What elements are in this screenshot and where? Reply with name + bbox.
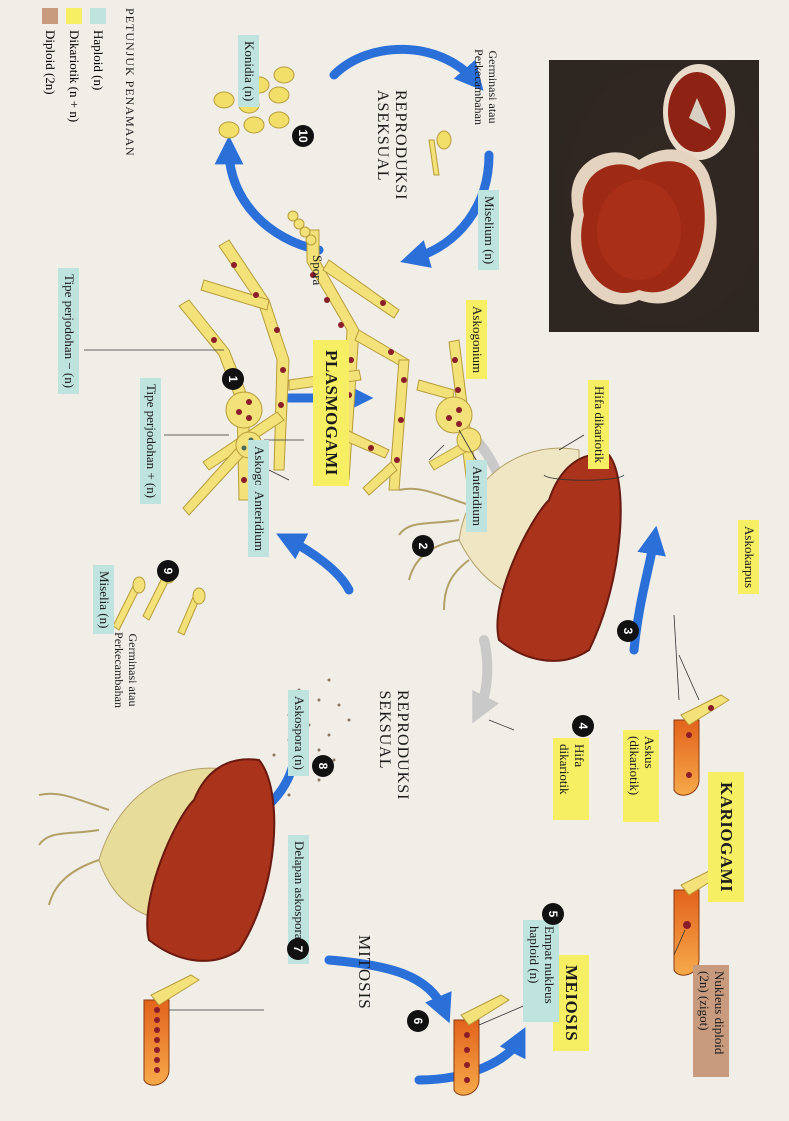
label-nukleus-diploid: Nukleus diploid (2n) (zigot) <box>693 965 729 1077</box>
label-askogonium-top: Askogonium <box>466 300 487 380</box>
step-1: 1 <box>222 368 244 390</box>
step-5: 5 <box>542 903 564 925</box>
step-3: 3 <box>617 620 639 642</box>
germinating-spore <box>428 130 452 176</box>
legend-swatch-haploid <box>90 8 106 24</box>
label-tipe-minus: Tipe perjodohan − (n) <box>58 268 79 395</box>
cup-fungus-photo <box>549 60 759 332</box>
legend-dikariotik: Dikariotik (n + n) <box>66 8 82 122</box>
stage-plasmogami: PLASMOGAMI <box>313 340 349 486</box>
label-germinasi-aseksual: Germinasi atau Perkecambahan <box>472 49 500 125</box>
label-empat-nukleus: Empat nukleus haploid (n) <box>523 920 559 1022</box>
step-10: 10 <box>292 125 314 147</box>
label-askus-dikariotik: Askus (dikariotik) <box>623 730 659 822</box>
label-hifa-dikariotik-top: Hifa dikariotik <box>588 380 609 469</box>
label-tipe-plus: Tipe perjodohan + (n) <box>140 378 161 505</box>
step-9: 9 <box>157 560 179 582</box>
label-spora: Spora <box>310 255 325 286</box>
legend-swatch-dikariotik <box>66 8 82 24</box>
step-6: 6 <box>407 1010 429 1032</box>
legend-label-diploid: Diploid (2n) <box>43 30 58 95</box>
label-askokarpus: Askokarpus <box>738 520 759 595</box>
step-2: 2 <box>412 535 434 557</box>
stage-reproduksi-seksual: REPRODUKSI SEKSUAL <box>375 690 411 801</box>
legend-label-haploid: Haploid (n) <box>91 30 106 91</box>
conidia-cluster <box>213 66 295 139</box>
ascocarp-releasing-spores <box>38 678 351 962</box>
ascus-eight-spores <box>143 974 200 1086</box>
step-4: 4 <box>572 715 594 737</box>
stage-reproduksi-aseksual: REPRODUKSI ASEKSUAL <box>373 90 409 201</box>
legend-title: PETUNJUK PENAMAAN <box>123 8 137 157</box>
label-miselium: Miselium (n) <box>478 190 499 271</box>
step-7: 7 <box>287 938 309 960</box>
legend-diploid: Diploid (2n) <box>42 8 58 95</box>
legend-haploid: Haploid (n) <box>90 8 106 90</box>
label-miselia: Miselia (n) <box>93 565 114 635</box>
label-anteridium-top: Anteridium <box>466 460 487 532</box>
ascocarp-cross-section <box>398 447 622 662</box>
label-askospora: Askospora (n) <box>288 690 309 777</box>
legend-label-dikariotik: Dikariotik (n + n) <box>67 30 82 123</box>
legend: PETUNJUK PENAMAAN Haploid (n) Dikariotik… <box>0 0 144 260</box>
plasmogamy-hyphae <box>362 339 482 501</box>
legend-swatch-diploid <box>42 8 58 24</box>
ascus-four-nuclei <box>453 994 510 1096</box>
dikaryotic-ascus <box>673 694 730 796</box>
stage-kariogami: KARIOGAMI <box>708 772 744 903</box>
step-8: 8 <box>312 755 334 777</box>
label-konidia: Konidia (n) <box>238 35 259 108</box>
hyphae-network <box>178 229 410 516</box>
spore-chain <box>287 210 317 246</box>
label-hifa-dikariotik-2: Hifa dikariotik <box>553 738 589 820</box>
label-anteridium-left: Anteridium <box>248 485 269 557</box>
stage-mitosis: MITOSIS <box>355 935 374 1010</box>
label-germinasi-seksual: Germinasi atau Perkecambahan <box>112 632 140 708</box>
